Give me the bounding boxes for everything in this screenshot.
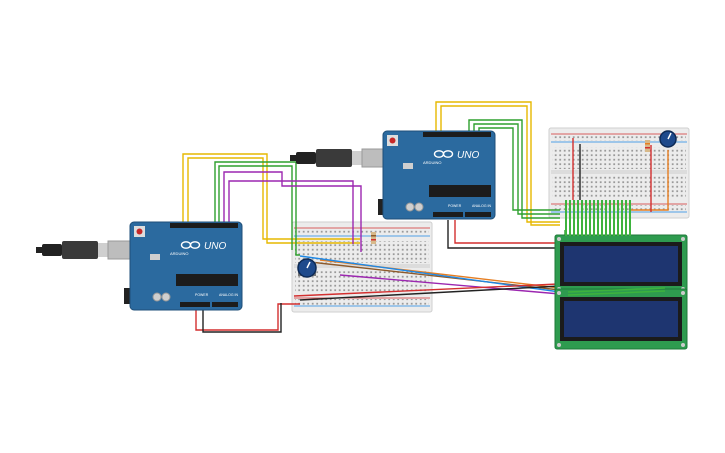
wire-purple-a1-2	[228, 180, 354, 244]
atmega-chip	[176, 274, 238, 286]
board-logo-text: UNO	[204, 241, 226, 252]
wire-purple-bb1	[339, 274, 561, 295]
analog-header[interactable]	[212, 302, 238, 307]
wire-green-a2-3	[478, 127, 560, 211]
wire-green-a2-2	[473, 123, 560, 215]
atmega-chip	[429, 185, 491, 197]
usb-cable-icon[interactable]	[290, 148, 385, 168]
lcd2-header-wires	[567, 287, 666, 296]
arduino-logo-icon	[433, 150, 454, 158]
lcd-ribbon-wires	[565, 200, 631, 236]
lcd-display-icon	[564, 301, 678, 337]
power-label: POWER	[195, 293, 209, 297]
arduino-uno-2[interactable]: UNO ARDUINO POWER ANALOG IN	[290, 130, 496, 220]
reset-button-icon[interactable]	[387, 135, 398, 146]
usb-cable-icon[interactable]	[36, 240, 131, 260]
reset-button-icon[interactable]	[134, 226, 145, 237]
power-header[interactable]	[180, 302, 210, 307]
wire-red-a2	[454, 220, 556, 244]
analog-label: ANALOG IN	[219, 293, 239, 297]
wire-red-bb1	[293, 283, 559, 297]
wire-green-a1-2	[218, 165, 293, 250]
resistor-icon	[645, 140, 650, 152]
analog-header[interactable]	[465, 212, 491, 217]
breadboard-right[interactable]	[548, 127, 690, 219]
arduino-uno-1[interactable]: UNO ARDUINO POWER ANALOG IN	[36, 221, 243, 311]
power-label: POWER	[448, 204, 462, 208]
lcd-display-1[interactable]	[554, 234, 688, 294]
wire-orange-bb2	[630, 150, 669, 211]
analog-label: ANALOG IN	[472, 204, 492, 208]
potentiometer-icon[interactable]	[297, 258, 317, 278]
wire-black-bb1	[299, 285, 561, 301]
breadboard-left[interactable]	[291, 221, 433, 313]
wire-yellow-a2-1	[435, 101, 560, 226]
lcd-display-2[interactable]	[554, 288, 688, 350]
resistor-icon	[371, 232, 376, 244]
board-brand-text: ARDUINO	[423, 160, 441, 165]
arduino-logo-icon	[180, 241, 201, 249]
digital-header[interactable]	[423, 132, 491, 137]
board-logo-text: UNO	[457, 150, 479, 161]
potentiometer-icon[interactable]	[659, 130, 677, 148]
wire-black-a2	[447, 220, 557, 249]
wire-red-a1	[195, 303, 300, 331]
wire-yellow-a2-2	[440, 105, 560, 223]
wire-green-a2-1	[468, 119, 560, 219]
board-brand-text: ARDUINO	[170, 251, 188, 256]
wire-yellow-a1-1	[182, 153, 360, 244]
wire-black-a1	[202, 303, 282, 333]
wires	[182, 101, 669, 333]
power-header[interactable]	[433, 212, 463, 217]
wire-purple-a1	[223, 171, 362, 252]
digital-header[interactable]	[170, 223, 238, 228]
lcd-display-icon	[564, 246, 678, 282]
